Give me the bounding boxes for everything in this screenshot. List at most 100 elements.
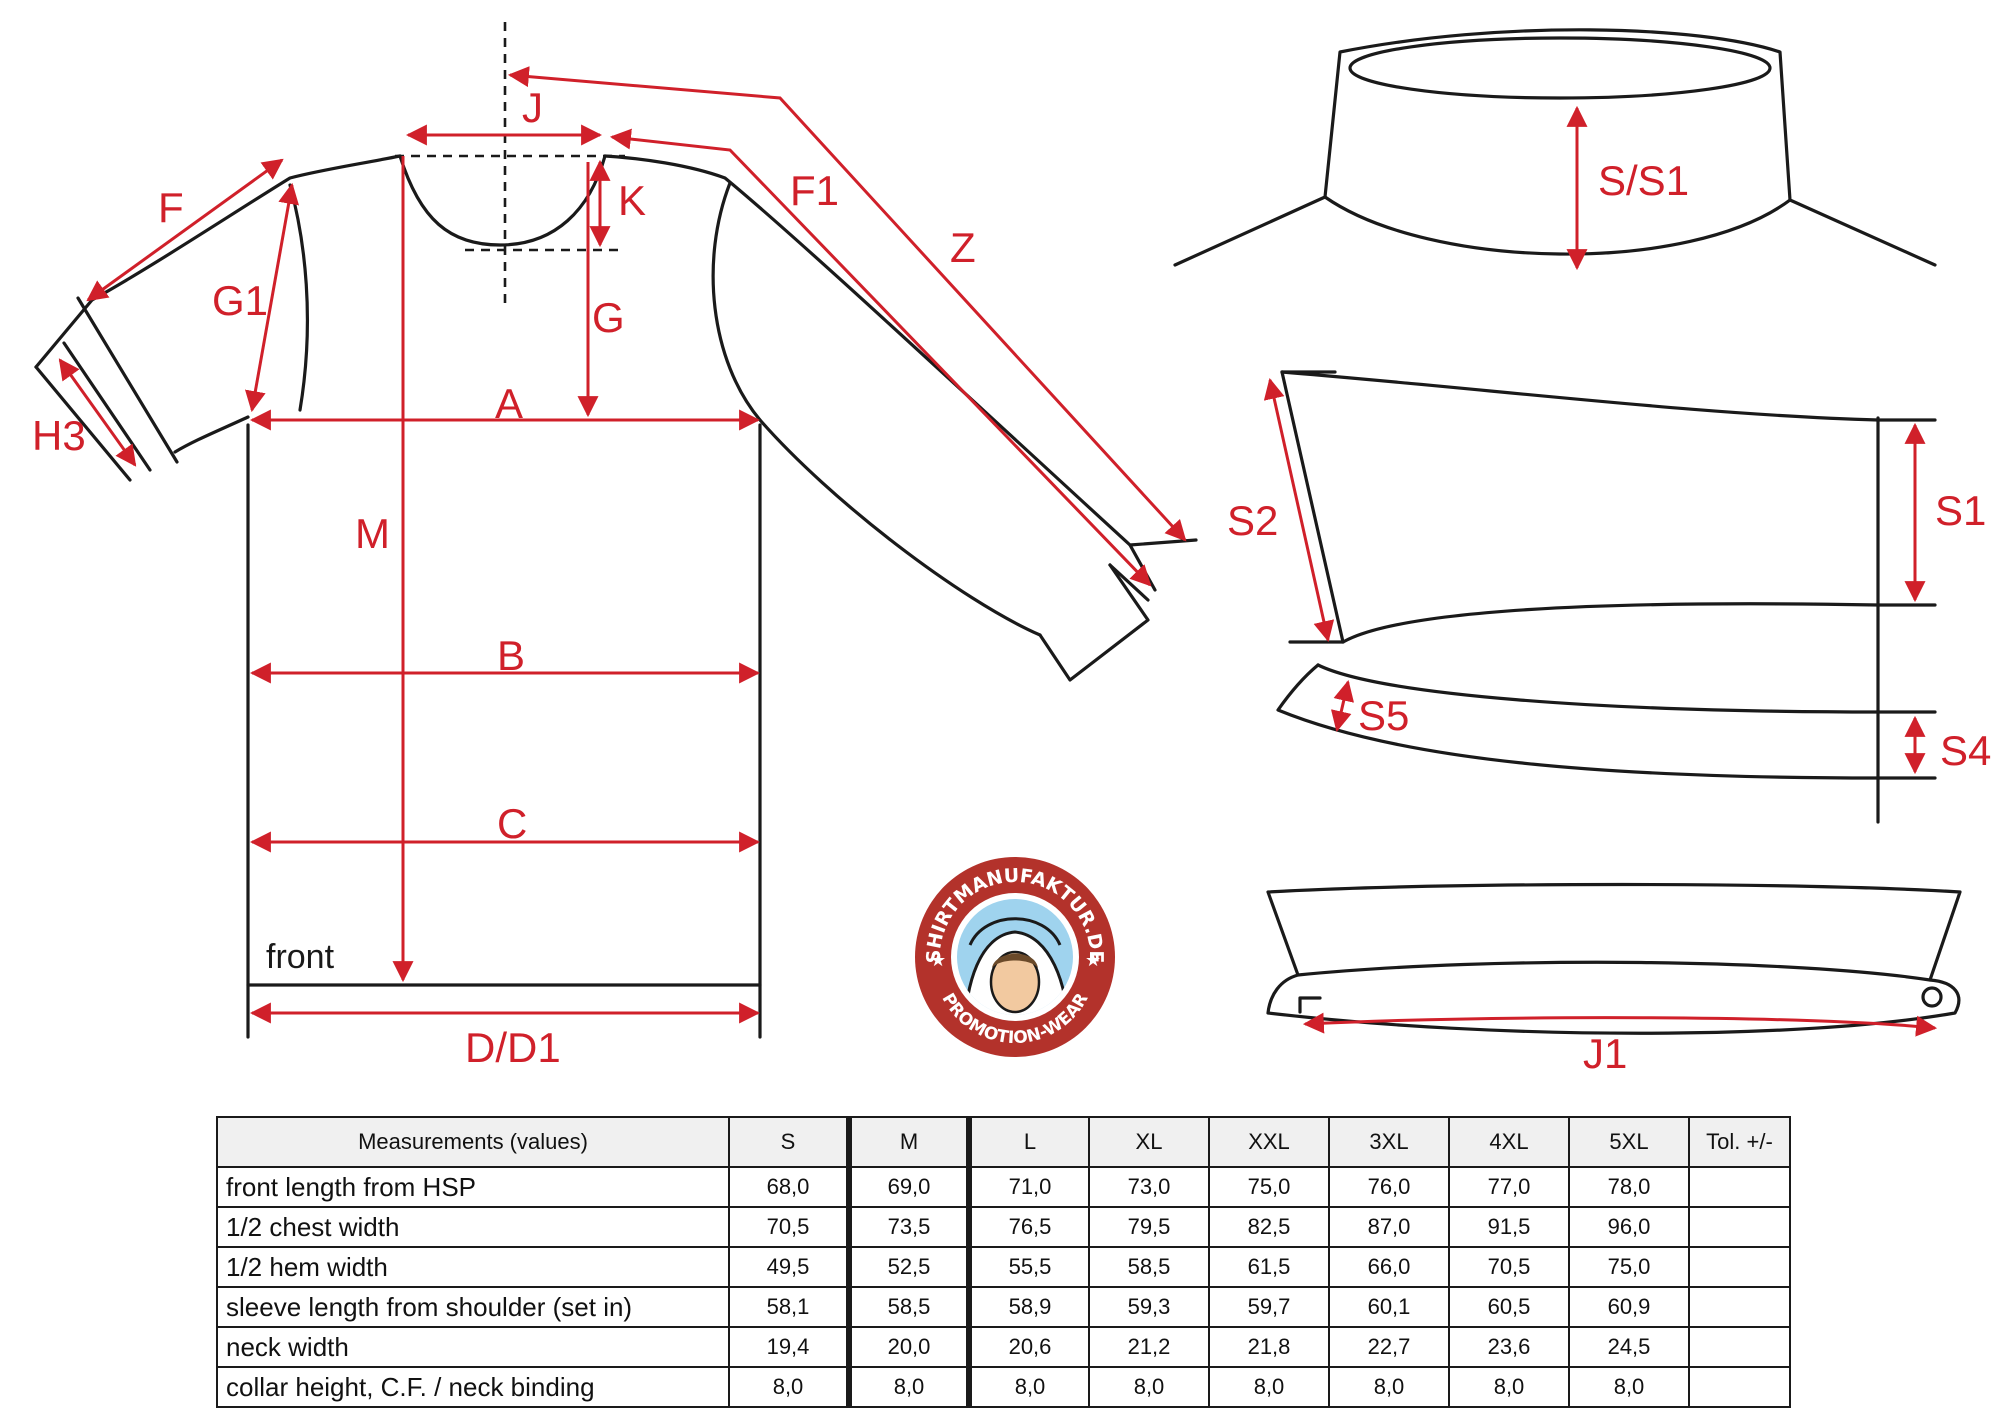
arrow-f1 [609,128,1152,587]
label-j: J [522,84,543,131]
header-tolerance: Tol. +/- [1688,1116,1791,1168]
table-row: sleeve length from shoulder (set in)58,1… [216,1286,1791,1328]
row-label: neck width [216,1326,730,1368]
label-s1: S1 [1935,487,1986,534]
size-value-cell: 8,0 [848,1366,972,1408]
size-value-cell: 59,3 [1088,1286,1210,1328]
label-a: A [495,380,523,427]
header-measurements: Measurements (values) [216,1116,730,1168]
size-value-cell: 8,0 [1448,1366,1570,1408]
size-value-cell: 76,5 [968,1206,1090,1248]
header-size-xxl: XXL [1208,1116,1330,1168]
size-value-cell: 21,2 [1088,1326,1210,1368]
size-value-cell: 20,0 [848,1326,972,1368]
label-b: B [497,632,525,679]
label-f1: F1 [790,167,839,214]
header-size-xl: XL [1088,1116,1210,1168]
header-size-m: M [848,1116,972,1168]
front-measure-labels: J F1 K Z G F G1 H3 A M B C D/D1 front [32,84,976,1071]
collar-detail: S/S1 [1173,28,1937,271]
row-label: collar height, C.F. / neck binding [216,1366,730,1408]
label-z: Z [950,224,976,271]
label-g1: G1 [212,277,268,324]
size-value-cell: 60,1 [1328,1286,1450,1328]
row-label: 1/2 chest width [216,1206,730,1248]
label-f: F [158,184,184,231]
size-value-cell: 52,5 [848,1246,972,1288]
label-g: G [592,294,625,341]
size-value-cell: 8,0 [1088,1366,1210,1408]
size-value-cell: 58,9 [968,1286,1090,1328]
size-value-cell: 8,0 [728,1366,852,1408]
size-value-cell: 60,9 [1568,1286,1690,1328]
size-value-cell: 75,0 [1568,1246,1690,1288]
size-table: Measurements (values) S M L XL XXL 3XL 4… [216,1116,1791,1408]
arrow-j1 [1302,1012,1938,1037]
size-value-cell: 8,0 [1208,1366,1330,1408]
collar-flat-detail: S2 S1 S5 S4 [1227,370,1991,824]
size-value-cell: 73,0 [1088,1166,1210,1208]
row-label: 1/2 hem width [216,1246,730,1288]
tolerance-cell [1688,1246,1791,1288]
label-s4: S4 [1940,727,1991,774]
size-value-cell: 66,0 [1328,1246,1450,1288]
table-header-row: Measurements (values) S M L XL XXL 3XL 4… [216,1116,1791,1168]
row-label: sleeve length from shoulder (set in) [216,1286,730,1328]
size-value-cell: 59,7 [1208,1286,1330,1328]
size-value-cell: 23,6 [1448,1326,1570,1368]
arrow-s5 [1330,679,1355,733]
header-size-3xl: 3XL [1328,1116,1450,1168]
label-c: C [497,800,527,847]
size-value-cell: 19,4 [728,1326,852,1368]
size-value-cell: 73,5 [848,1206,972,1248]
size-value-cell: 8,0 [968,1366,1090,1408]
label-s-s1: S/S1 [1598,157,1689,204]
tolerance-cell [1688,1206,1791,1248]
label-j1: J1 [1583,1030,1627,1077]
header-size-l: L [968,1116,1090,1168]
label-h3: H3 [32,412,86,459]
header-size-5xl: 5XL [1568,1116,1690,1168]
size-value-cell: 20,6 [968,1326,1090,1368]
arrow-h3 [58,358,137,467]
brand-logo-seal: SHIRTMANUFAKTUR.DE PROMOTION-WEAR ★ ★ [909,851,1121,1063]
size-value-cell: 8,0 [1328,1366,1450,1408]
size-value-cell: 75,0 [1208,1166,1330,1208]
size-value-cell: 87,0 [1328,1206,1450,1248]
size-value-cell: 69,0 [848,1166,972,1208]
arrow-s2 [1263,377,1335,643]
size-value-cell: 21,8 [1208,1326,1330,1368]
size-value-cell: 58,5 [848,1286,972,1328]
header-size-s: S [728,1116,852,1168]
size-value-cell: 22,7 [1328,1326,1450,1368]
arrow-g1 [244,182,300,413]
size-value-cell: 77,0 [1448,1166,1570,1208]
size-value-cell: 68,0 [728,1166,852,1208]
tolerance-cell [1688,1326,1791,1368]
star-icon: ★ [1085,950,1101,971]
size-value-cell: 70,5 [728,1206,852,1248]
star-icon: ★ [930,950,946,971]
neckline-guides [395,22,625,305]
size-value-cell: 24,5 [1568,1326,1690,1368]
label-s2: S2 [1227,497,1278,544]
size-value-cell: 49,5 [728,1246,852,1288]
tolerance-cell [1688,1166,1791,1208]
header-size-4xl: 4XL [1448,1116,1570,1168]
size-value-cell: 70,5 [1448,1246,1570,1288]
row-label: front length from HSP [216,1166,730,1208]
size-value-cell: 91,5 [1448,1206,1570,1248]
size-value-cell: 55,5 [968,1246,1090,1288]
label-s5: S5 [1358,692,1409,739]
label-m: M [355,510,390,557]
tolerance-cell [1688,1286,1791,1328]
size-value-cell: 82,5 [1208,1206,1330,1248]
size-value-cell: 58,5 [1088,1246,1210,1288]
size-value-cell: 60,5 [1448,1286,1570,1328]
